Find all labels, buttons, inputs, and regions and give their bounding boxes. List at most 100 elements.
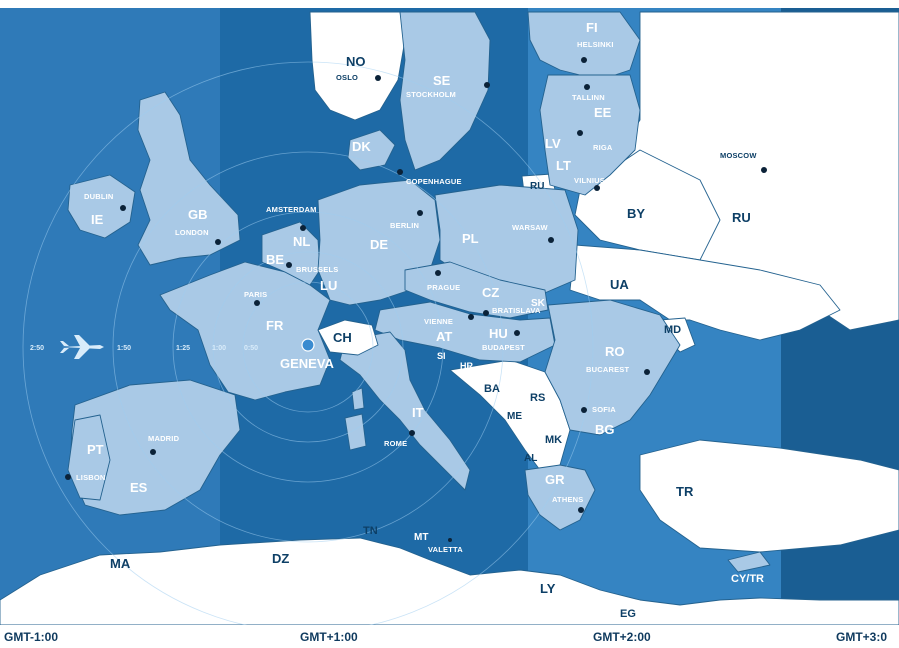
flight-label-2-50: 2:50 bbox=[30, 345, 44, 352]
country-code-ie: IE bbox=[91, 212, 104, 227]
city-label-bucarest: BUCAREST bbox=[586, 365, 629, 374]
hub-city: GENEVA bbox=[280, 356, 335, 371]
land-greece bbox=[524, 464, 596, 531]
flight-label-1-00: 1:00 bbox=[212, 345, 226, 352]
country-code-tn: TN bbox=[363, 525, 378, 537]
land-north-africa bbox=[0, 537, 899, 626]
flight-ring-0-50 bbox=[242, 281, 374, 413]
land-cyprus bbox=[727, 551, 771, 573]
city-dot-london bbox=[215, 239, 221, 245]
country-code-nl: NL bbox=[293, 234, 310, 249]
city-dot-copenhague bbox=[397, 169, 403, 175]
country-code-hu: HU bbox=[489, 326, 508, 341]
city-label-brussels: BRUSSELS bbox=[296, 265, 338, 274]
flight-ring-1-25 bbox=[172, 211, 444, 483]
country-code-es: ES bbox=[130, 480, 148, 495]
city-dot-warsaw bbox=[548, 237, 554, 243]
country-code-dz: DZ bbox=[272, 551, 289, 566]
city-dot-athens bbox=[578, 507, 584, 513]
country-code-at: AT bbox=[436, 329, 452, 344]
country-code-ru-east: RU bbox=[732, 210, 751, 225]
land-sardinia bbox=[344, 413, 367, 451]
city-label-rome: ROME bbox=[384, 439, 407, 448]
land-czech-slovakia bbox=[404, 261, 549, 319]
flight-label-0-50: 0:50 bbox=[244, 345, 258, 352]
land-romania-bulgaria bbox=[544, 299, 681, 436]
country-code-pt: PT bbox=[87, 442, 104, 457]
flight-ring-1-00 bbox=[212, 251, 404, 443]
country-code-al: AL bbox=[524, 453, 537, 464]
country-code-gb: GB bbox=[188, 207, 208, 222]
zone-label-strip bbox=[0, 625, 899, 648]
country-code-it: IT bbox=[412, 405, 424, 420]
city-label-copenhague: COPENHAGUE bbox=[406, 177, 462, 186]
zone-label-gmt-minus1: GMT-1:00 bbox=[4, 630, 58, 644]
country-code-be: BE bbox=[266, 252, 284, 267]
city-label-valetta: VALETTA bbox=[428, 545, 463, 554]
city-label-berlin: BERLIN bbox=[390, 221, 419, 230]
country-code-si: SI bbox=[437, 351, 446, 361]
city-label-london: LONDON bbox=[175, 228, 209, 237]
city-dot-valetta bbox=[448, 538, 452, 542]
city-label-madrid: MADRID bbox=[148, 434, 180, 443]
city-dot-vienne bbox=[468, 314, 474, 320]
country-code-gr: GR bbox=[545, 472, 565, 487]
city-label-oslo: OSLO bbox=[336, 73, 358, 82]
city-dot-prague bbox=[435, 270, 441, 276]
zone-label-gmt-plus2: GMT+2:00 bbox=[593, 630, 651, 644]
country-code-tr: TR bbox=[676, 484, 694, 499]
country-code-no: NO bbox=[346, 54, 366, 69]
country-code-fi: FI bbox=[586, 20, 598, 35]
land-turkey bbox=[639, 439, 899, 553]
city-label-sofia: SOFIA bbox=[592, 405, 616, 414]
city-label-bratislava: BRATISLAVA bbox=[492, 306, 541, 315]
country-code-ma: MA bbox=[110, 556, 131, 571]
land-italy bbox=[339, 331, 471, 491]
country-code-me: ME bbox=[507, 411, 522, 422]
city-dot-tallinn bbox=[584, 84, 590, 90]
city-dot-budapest bbox=[514, 330, 520, 336]
city-label-paris: PARIS bbox=[244, 290, 267, 299]
zone-label-gmt-plus3: GMT+3:0 bbox=[836, 630, 887, 644]
city-dot-vilnius bbox=[594, 185, 600, 191]
land-switzerland bbox=[317, 319, 379, 356]
city-label-warsaw: WARSAW bbox=[512, 223, 549, 232]
city-label-dublin: DUBLIN bbox=[84, 192, 114, 201]
hub-code: CH bbox=[333, 330, 352, 345]
city-label-vilnius: VILNIUS bbox=[574, 176, 605, 185]
city-dot-dublin bbox=[120, 205, 126, 211]
city-label-prague: PRAGUE bbox=[427, 283, 460, 292]
country-code-mk: MK bbox=[545, 434, 562, 446]
city-dots bbox=[65, 57, 767, 542]
city-label-helsinki: HELSINKI bbox=[577, 40, 614, 49]
country-code-bg: BG bbox=[595, 422, 615, 437]
city-dot-rome bbox=[409, 430, 415, 436]
flight-label-1-50: 1:50 bbox=[117, 345, 131, 352]
city-label-lisbon: LISBON bbox=[76, 473, 106, 482]
city-label-budapest: BUDAPEST bbox=[482, 343, 525, 352]
country-code-md: MD bbox=[664, 324, 681, 336]
city-dot-lisbon bbox=[65, 474, 71, 480]
land-corsica bbox=[351, 387, 365, 411]
country-code-lv: LV bbox=[545, 136, 561, 151]
land-great-britain bbox=[137, 91, 241, 266]
city-dot-moscow bbox=[761, 167, 767, 173]
country-code-sk: SK bbox=[531, 298, 546, 309]
airplane-icon bbox=[60, 335, 104, 359]
city-dot-helsinki bbox=[581, 57, 587, 63]
land-ukraine bbox=[569, 244, 841, 341]
land-sweden bbox=[399, 11, 491, 171]
city-label-riga: RIGA bbox=[593, 143, 613, 152]
country-code-cy-tr: CY/TR bbox=[731, 573, 764, 585]
country-code-ba: BA bbox=[484, 383, 500, 395]
country-code-de: DE bbox=[370, 237, 388, 252]
country-code-lt: LT bbox=[556, 158, 571, 173]
country-code-eg: EG bbox=[620, 608, 636, 620]
land-portugal bbox=[67, 414, 111, 501]
city-label-stockholm: STOCKHOLM bbox=[406, 90, 456, 99]
land-denmark bbox=[347, 129, 396, 171]
city-dot-amsterdam bbox=[300, 225, 306, 231]
country-code-ro: RO bbox=[605, 344, 625, 359]
country-code-pl: PL bbox=[462, 231, 479, 246]
